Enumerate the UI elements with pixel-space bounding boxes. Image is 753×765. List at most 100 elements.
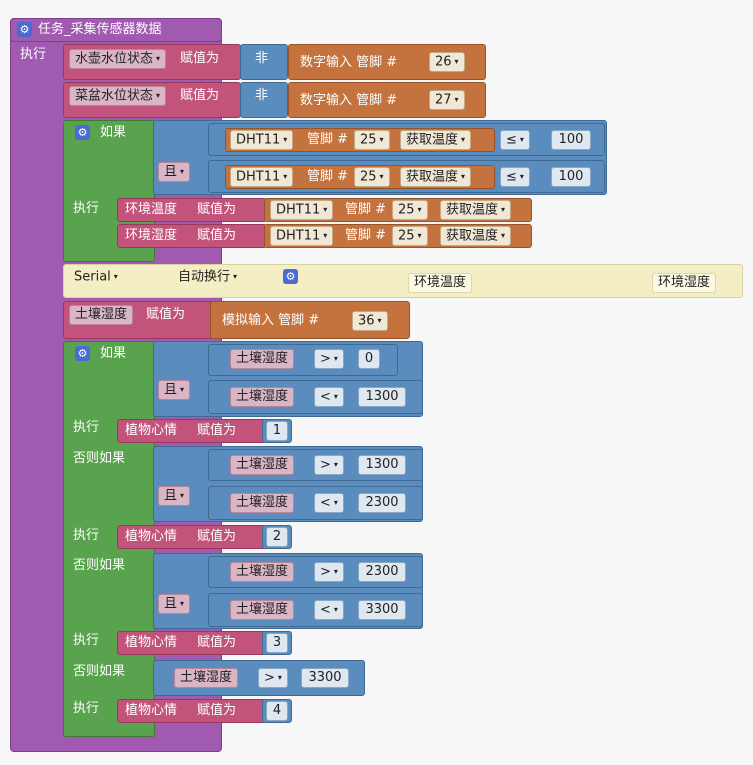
- exec-label: 执行: [73, 528, 100, 543]
- assign-plant-mood[interactable]: [117, 699, 267, 723]
- var-plant-mood[interactable]: 植物心情: [125, 703, 178, 718]
- operator-dropdown[interactable]: <▾: [314, 493, 344, 513]
- assign-plant-mood[interactable]: [117, 419, 267, 443]
- chevron-down-icon: ▾: [180, 599, 185, 608]
- serial-mode-dropdown[interactable]: 自动换行▾: [178, 269, 238, 285]
- var-soil-humidity[interactable]: 土壤湿度: [230, 349, 295, 369]
- number-input[interactable]: 1: [266, 421, 288, 441]
- pin-dropdown[interactable]: 27▾: [429, 90, 465, 110]
- sensor-dropdown[interactable]: DHT11▾: [270, 200, 334, 220]
- not-block[interactable]: [240, 82, 288, 118]
- chevron-down-icon: ▾: [156, 54, 161, 63]
- var-soil-humidity[interactable]: 土壤湿度: [174, 668, 239, 688]
- pin-dropdown[interactable]: 25▾: [354, 167, 390, 187]
- gear-icon[interactable]: ⚙: [17, 22, 32, 37]
- var-env-temperature[interactable]: 环境温度: [125, 202, 178, 217]
- operator-dropdown[interactable]: ≤▾: [500, 130, 530, 150]
- chevron-down-icon: ▾: [519, 172, 524, 181]
- measure-dropdown[interactable]: 获取温度▾: [440, 226, 512, 246]
- number-input[interactable]: 4: [266, 701, 288, 721]
- chevron-down-icon: ▾: [454, 57, 459, 66]
- gear-icon[interactable]: ⚙: [75, 346, 90, 361]
- and-dropdown[interactable]: 且▾: [158, 486, 191, 506]
- not-block[interactable]: [240, 44, 288, 80]
- chevron-down-icon: ▾: [501, 231, 506, 240]
- var-soil-humidity[interactable]: 土壤湿度: [230, 600, 295, 620]
- exec-label: 执行: [73, 701, 100, 716]
- var-water-kettle[interactable]: 水壶水位状态▾: [69, 49, 167, 69]
- chevron-down-icon: ▾: [333, 354, 338, 363]
- var-soil-humidity[interactable]: 土壤湿度: [230, 493, 295, 513]
- chevron-down-icon: ▾: [180, 385, 185, 394]
- operator-dropdown[interactable]: >▾: [314, 455, 344, 475]
- pin-dropdown[interactable]: 36▾: [352, 311, 388, 331]
- operator-dropdown[interactable]: ≤▾: [500, 167, 530, 187]
- chevron-down-icon: ▾: [454, 95, 459, 104]
- number-input[interactable]: 2: [266, 527, 288, 547]
- operator-dropdown[interactable]: >▾: [258, 668, 288, 688]
- serial-port-dropdown[interactable]: Serial▾: [74, 269, 118, 285]
- chevron-down-icon: ▾: [333, 392, 338, 401]
- number-input[interactable]: 1300: [358, 455, 406, 475]
- and-dropdown[interactable]: 且▾: [158, 162, 191, 182]
- number-input[interactable]: 0: [358, 349, 380, 369]
- var-soil-humidity[interactable]: 土壤湿度: [69, 305, 134, 325]
- serial-item-env-temperature[interactable]: 环境温度: [408, 273, 473, 293]
- chevron-down-icon: ▾: [233, 272, 238, 281]
- pin-label: 管脚 #: [345, 202, 387, 217]
- var-vegetable-basin[interactable]: 菜盆水位状态▾: [69, 86, 167, 106]
- assign-env-temperature[interactable]: [117, 198, 267, 222]
- chevron-down-icon: ▾: [377, 316, 382, 325]
- pin-dropdown[interactable]: 25▾: [392, 200, 428, 220]
- measure-dropdown[interactable]: 获取温度▾: [440, 200, 512, 220]
- number-input[interactable]: 100: [551, 167, 591, 187]
- pin-dropdown[interactable]: 25▾: [354, 130, 390, 150]
- number-input[interactable]: 2300: [358, 562, 406, 582]
- var-env-humidity[interactable]: 环境湿度: [125, 228, 178, 243]
- var-soil-humidity[interactable]: 土壤湿度: [230, 562, 295, 582]
- assign-label: 赋值为: [146, 307, 186, 322]
- var-plant-mood[interactable]: 植物心情: [125, 529, 178, 544]
- measure-dropdown[interactable]: 获取温度▾: [400, 130, 472, 150]
- gear-icon[interactable]: ⚙: [75, 125, 90, 140]
- assign-label: 赋值为: [197, 202, 237, 217]
- serial-print-block[interactable]: [63, 264, 743, 298]
- assign-plant-mood[interactable]: [117, 631, 267, 655]
- var-soil-humidity[interactable]: 土壤湿度: [230, 387, 295, 407]
- operator-dropdown[interactable]: >▾: [314, 562, 344, 582]
- operator-dropdown[interactable]: <▾: [314, 387, 344, 407]
- number-input[interactable]: 100: [551, 130, 591, 150]
- and-dropdown[interactable]: 且▾: [158, 380, 191, 400]
- sensor-dropdown[interactable]: DHT11▾: [230, 167, 294, 187]
- chevron-down-icon: ▾: [501, 205, 506, 214]
- sensor-dropdown[interactable]: DHT11▾: [270, 226, 334, 246]
- number-input[interactable]: 3300: [358, 600, 406, 620]
- assign-label: 赋值为: [197, 529, 237, 544]
- assign-env-humidity[interactable]: [117, 224, 267, 248]
- chevron-down-icon: ▾: [417, 231, 422, 240]
- assign-label: 赋值为: [197, 635, 237, 650]
- number-input[interactable]: 3300: [301, 668, 349, 688]
- gear-icon[interactable]: ⚙: [283, 269, 298, 284]
- number-input[interactable]: 1300: [358, 387, 406, 407]
- serial-item-env-humidity[interactable]: 环境湿度: [652, 273, 717, 293]
- chevron-down-icon: ▾: [379, 135, 384, 144]
- task-header[interactable]: [10, 18, 222, 42]
- sensor-dropdown[interactable]: DHT11▾: [230, 130, 294, 150]
- chevron-down-icon: ▾: [283, 172, 288, 181]
- var-plant-mood[interactable]: 植物心情: [125, 635, 178, 650]
- measure-dropdown[interactable]: 获取温度▾: [400, 167, 472, 187]
- and-dropdown[interactable]: 且▾: [158, 594, 191, 614]
- var-plant-mood[interactable]: 植物心情: [125, 423, 178, 438]
- pin-dropdown[interactable]: 25▾: [392, 226, 428, 246]
- assign-label: 赋值为: [197, 423, 237, 438]
- var-soil-humidity[interactable]: 土壤湿度: [230, 455, 295, 475]
- operator-dropdown[interactable]: <▾: [314, 600, 344, 620]
- if-label: 如果: [100, 125, 127, 140]
- number-input[interactable]: 3: [266, 633, 288, 653]
- pin-dropdown[interactable]: 26▾: [429, 52, 465, 72]
- number-input[interactable]: 2300: [358, 493, 406, 513]
- exec-label: 执行: [73, 201, 100, 216]
- operator-dropdown[interactable]: >▾: [314, 349, 344, 369]
- chevron-down-icon: ▾: [461, 172, 466, 181]
